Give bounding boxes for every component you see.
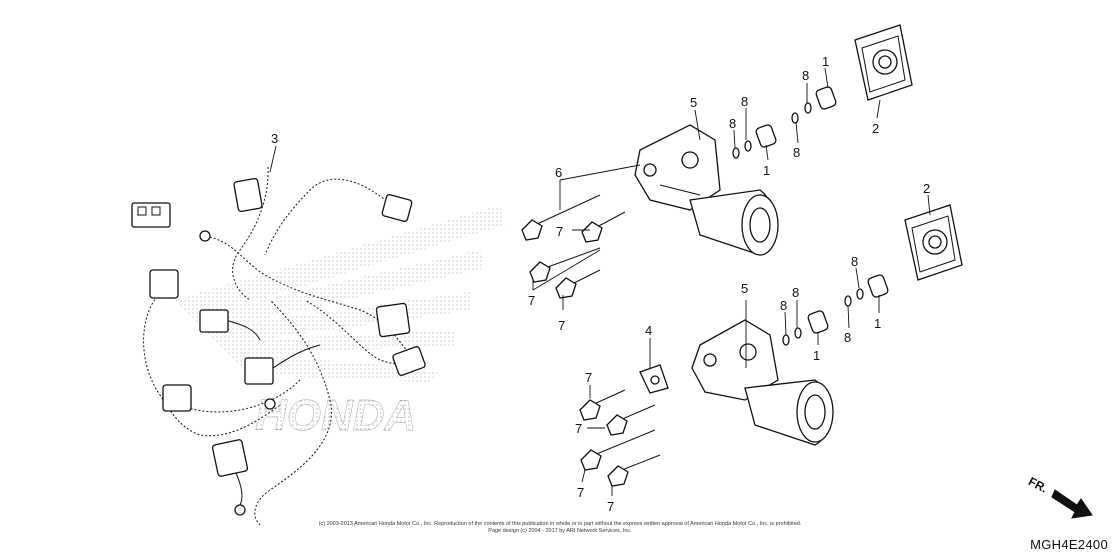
o-ring: [732, 147, 740, 159]
callout-1: 1: [874, 316, 881, 331]
bolt: [581, 211, 626, 243]
o-ring: [856, 288, 864, 300]
harness-connector: [149, 269, 179, 299]
cover-gasket: [854, 24, 913, 101]
callout-2: 2: [872, 121, 879, 136]
callout-5: 5: [690, 95, 697, 110]
bolt-long: [521, 194, 601, 241]
callout-4: 4: [645, 323, 652, 338]
harness-clip: [199, 230, 211, 242]
callout-8: 8: [802, 68, 809, 83]
callout-1: 1: [813, 348, 820, 363]
callout-7: 7: [585, 370, 592, 385]
callout-7: 7: [575, 421, 582, 436]
callout-8: 8: [729, 116, 736, 131]
honda-wing-watermark: HONDA: [175, 205, 505, 440]
filter: [807, 310, 829, 334]
cover-gasket: [904, 204, 963, 281]
o-ring: [794, 327, 802, 339]
wire-harness: [131, 164, 426, 527]
callout-7: 7: [528, 293, 535, 308]
callout-7: 7: [577, 485, 584, 500]
callout-7: 7: [556, 224, 563, 239]
copyright-line: (c) 2003-2013 American Honda Motor Co., …: [318, 521, 802, 527]
bolt: [580, 429, 656, 471]
o-ring: [782, 334, 790, 346]
bolt: [579, 389, 626, 421]
leader-lines: [269, 67, 931, 496]
callout-1: 1: [763, 163, 770, 178]
callout-5: 5: [741, 281, 748, 296]
callout-3: 3: [271, 131, 278, 146]
bolt: [607, 454, 661, 487]
bolt: [606, 404, 656, 436]
filter: [815, 86, 837, 110]
callout-2: 2: [923, 181, 930, 196]
filter: [867, 274, 889, 298]
callout-8: 8: [780, 298, 787, 313]
lower-solenoid-valve: [691, 319, 834, 446]
harness-clip: [264, 398, 276, 410]
harness-clip: [234, 504, 246, 516]
o-ring: [844, 295, 852, 307]
callout-6: 6: [555, 165, 562, 180]
harness-connector: [211, 439, 249, 477]
bolt: [529, 247, 601, 283]
front-direction-arrow: FR.: [1026, 474, 1093, 519]
o-ring: [791, 112, 799, 124]
callout-8: 8: [741, 94, 748, 109]
harness-connector: [392, 346, 426, 376]
callout-1: 1: [822, 54, 829, 69]
harness-connector: [131, 202, 171, 228]
harness-connector: [233, 177, 263, 213]
diagram-code: MGH4E2400: [1030, 537, 1108, 552]
copyright-line: Page design (c) 2004 - 2017 by ARI Netwo…: [488, 528, 632, 534]
bolt: [555, 269, 601, 299]
o-ring: [744, 140, 752, 152]
harness-connector: [375, 302, 411, 338]
callout-8: 8: [844, 330, 851, 345]
harness-connector: [199, 309, 229, 333]
front-arrow-label: FR.: [1026, 474, 1050, 495]
callout-labels: 3 6 7 7 7 5 5 4 1 1 1 1 2 2 8 8 8 8 8 8 …: [271, 54, 930, 514]
callout-8: 8: [793, 145, 800, 160]
upper-solenoid-valve: [634, 124, 779, 256]
harness-connector: [162, 384, 192, 412]
filter: [755, 124, 777, 148]
callout-8: 8: [792, 285, 799, 300]
callout-7: 7: [607, 499, 614, 514]
harness-connector: [381, 194, 413, 222]
stay-bracket: [639, 364, 669, 394]
o-ring: [804, 102, 812, 114]
honda-watermark-text: HONDA: [255, 391, 416, 440]
callout-7: 7: [558, 318, 565, 333]
harness-connector: [244, 357, 274, 385]
callout-8: 8: [851, 254, 858, 269]
copyright-notice: (c) 2003-2013 American Honda Motor Co., …: [0, 521, 1120, 535]
